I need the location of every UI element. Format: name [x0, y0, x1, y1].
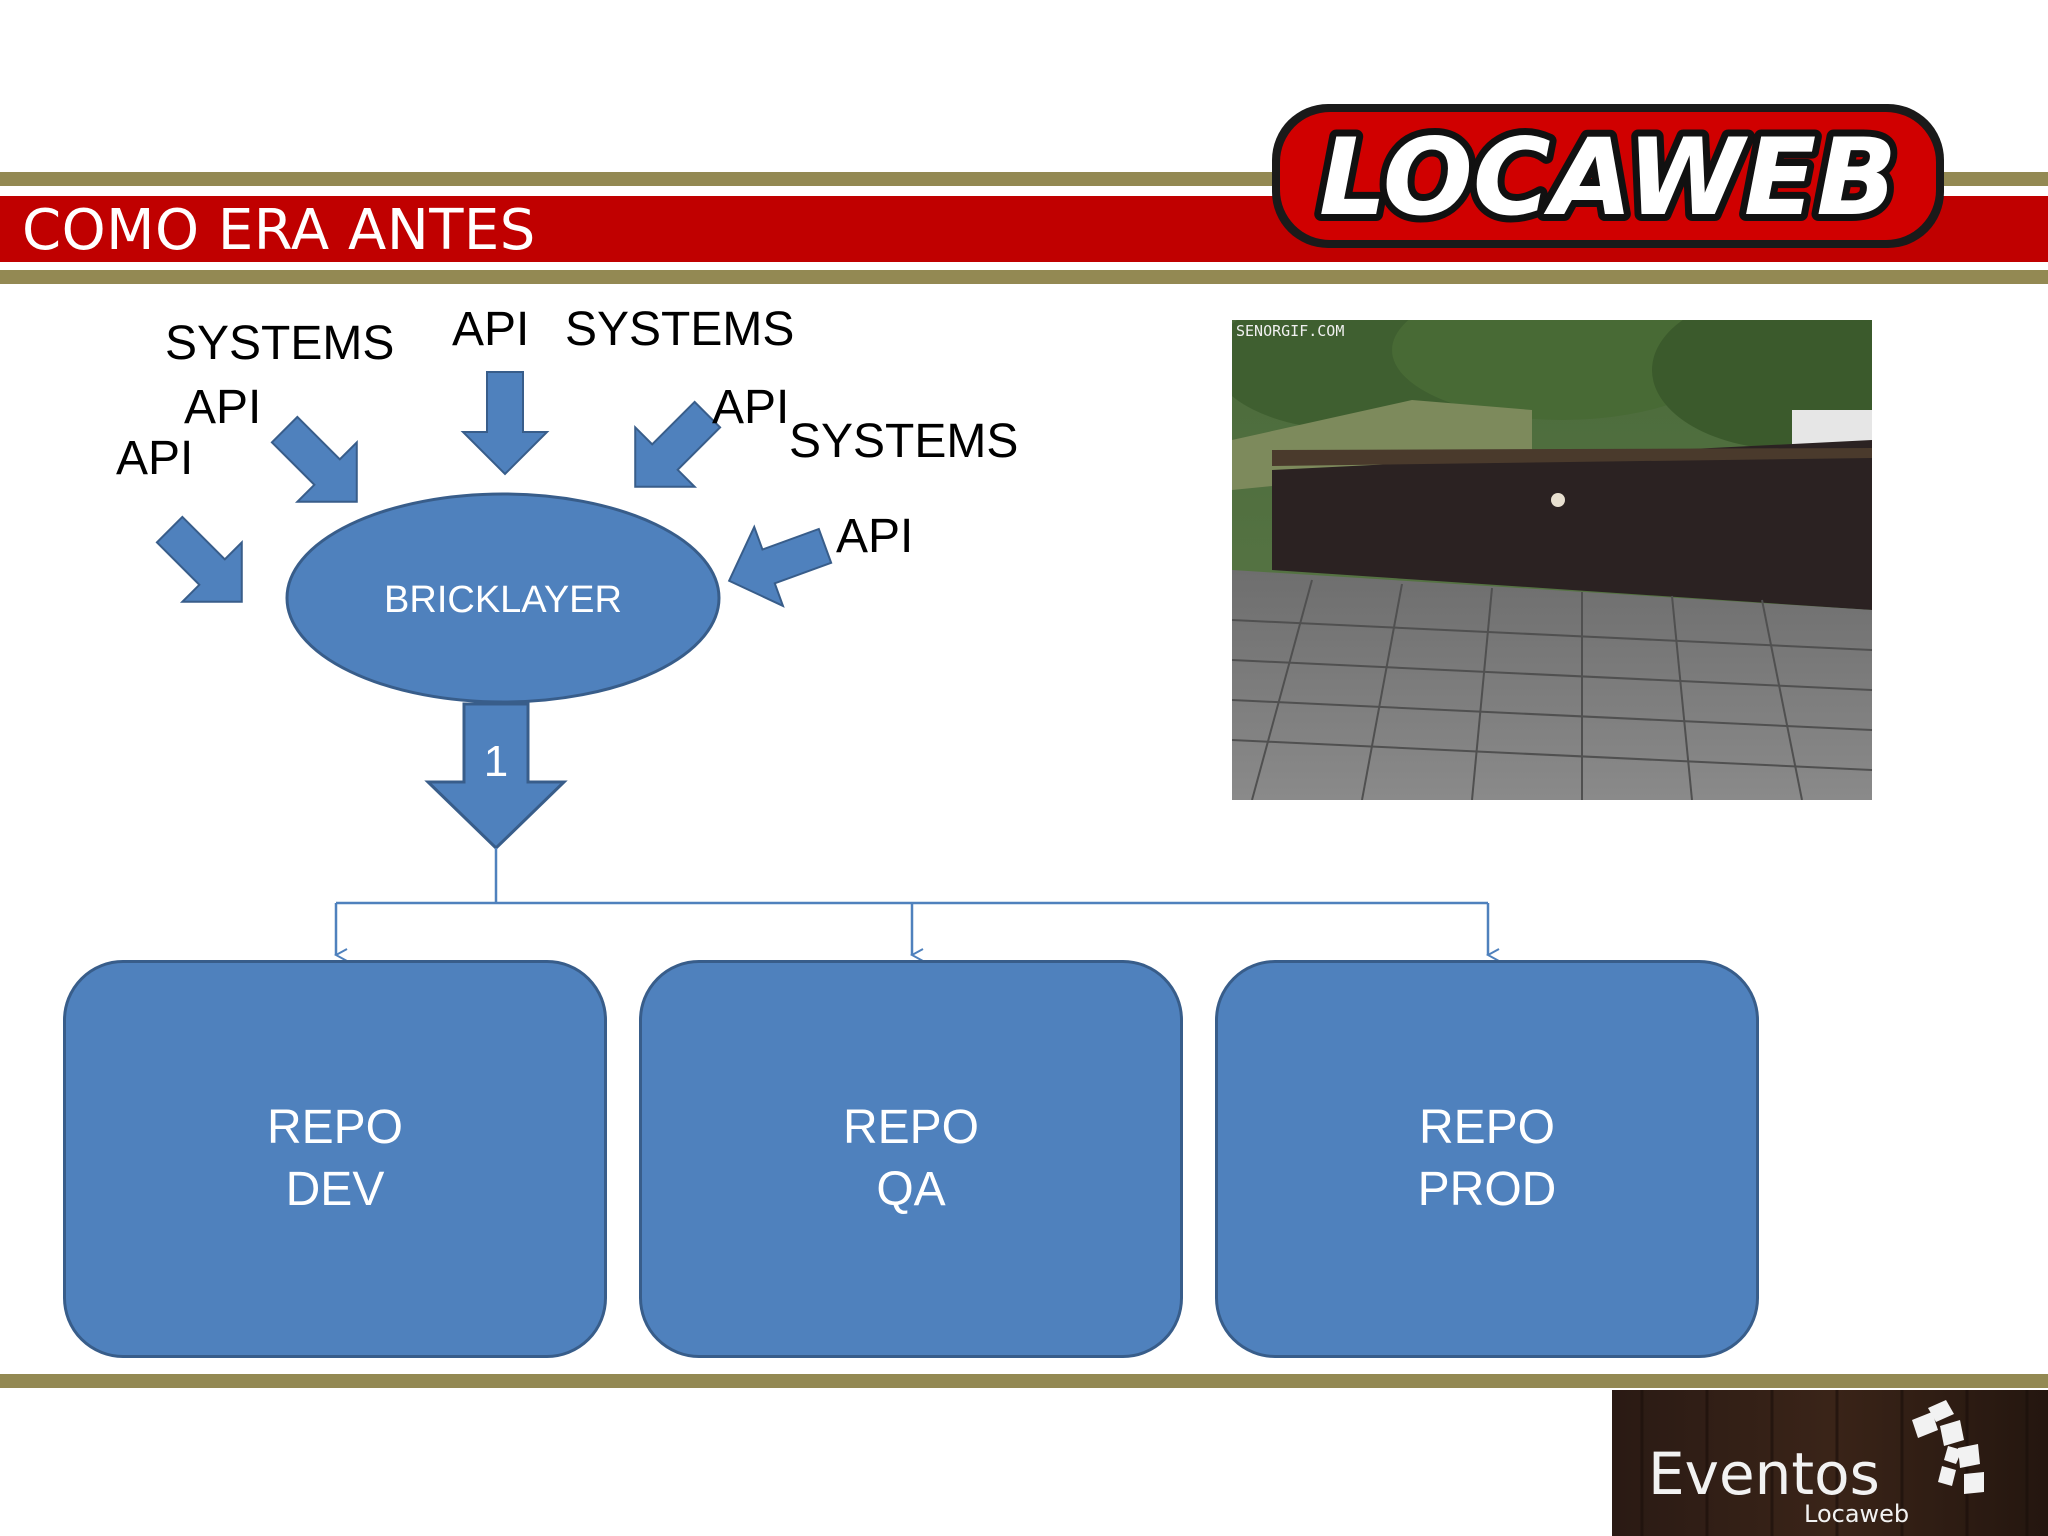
repo-dev-line2: DEV	[285, 1163, 385, 1216]
eventos-swoosh-icon	[1912, 1400, 1984, 1494]
svg-text:LOCAWEB: LOCAWEB	[1319, 116, 1897, 239]
bottom-header-gold-stripe	[0, 270, 2048, 284]
input-label-3: API	[116, 432, 194, 485]
repo-prod-line2: PROD	[1417, 1163, 1557, 1216]
repo-dev-box: REPO DEV	[63, 960, 607, 1358]
input-arrow-1	[155, 515, 243, 603]
slide-title: COMO ERA ANTES	[22, 198, 536, 263]
repo-dev-line1: REPO	[266, 1101, 404, 1154]
input-label-4: SYSTEMS	[565, 303, 795, 356]
gif-photo: SENORGIF.COM	[1232, 320, 1872, 800]
eventos-logo-main: Eventos	[1648, 1440, 1880, 1508]
input-label-5: API	[452, 303, 530, 356]
repo-prod-box: REPO PROD	[1215, 960, 1759, 1358]
input-label-1: SYSTEMS	[165, 317, 395, 370]
input-arrow-3	[460, 371, 550, 476]
repo-qa-box: REPO QA	[639, 960, 1183, 1358]
input-arrow-5	[727, 524, 833, 608]
photo-watermark: SENORGIF.COM	[1236, 322, 1344, 340]
input-label-8: API	[836, 510, 914, 563]
down-arrow	[424, 702, 568, 851]
input-label-6: SYSTEMS	[789, 415, 1019, 468]
locaweb-logo: LOCAWEB LOCAWEB	[1272, 104, 1944, 248]
bricklayer-node	[285, 492, 721, 704]
input-arrow-4	[634, 400, 722, 488]
bottom-gold-stripe	[0, 1374, 2048, 1388]
connector-lines	[336, 848, 1488, 955]
repo-prod-line1: REPO	[1418, 1101, 1556, 1154]
bricklayer-label: BRICKLAYER	[384, 579, 622, 621]
input-label-2: API	[184, 381, 262, 434]
input-label-7: API	[712, 381, 790, 434]
eventos-logo-sub: Locaweb	[1804, 1500, 1909, 1528]
input-arrow-2	[270, 415, 358, 503]
eventos-logo: Eventos Locaweb	[1612, 1390, 2048, 1536]
repo-qa-line1: REPO	[842, 1101, 980, 1154]
repo-qa-line2: QA	[876, 1163, 946, 1216]
svg-text:LOCAWEB: LOCAWEB	[1319, 116, 1897, 239]
down-arrow-label: 1	[484, 737, 508, 786]
